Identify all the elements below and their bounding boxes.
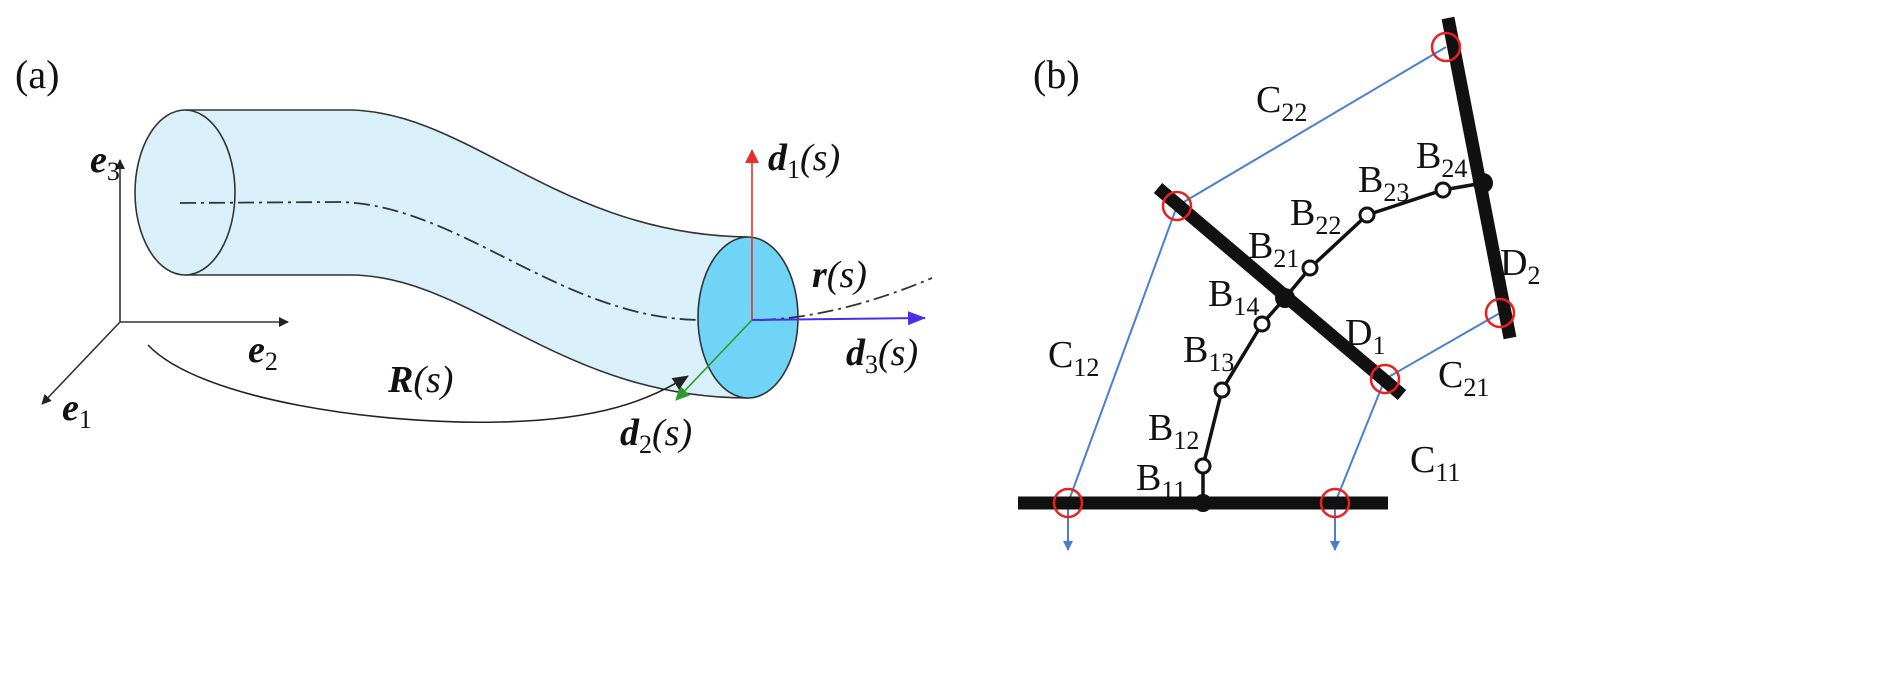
- d3-label: d3(s): [846, 332, 918, 379]
- joint-b13: [1213, 381, 1231, 399]
- c11-label: C11: [1410, 439, 1460, 487]
- e1-label: e1: [62, 387, 92, 434]
- cable-c21: [1384, 312, 1501, 380]
- anchor-c11-base: [1319, 487, 1351, 519]
- b14-label: B14: [1208, 273, 1259, 321]
- e1-axis: [41, 321, 121, 405]
- panel-b: (b): [1018, 16, 1540, 551]
- panel-a-label: (a): [15, 52, 59, 97]
- d2-bar-label: D2: [1500, 242, 1540, 290]
- R-label: R(s): [387, 359, 453, 401]
- b24-label: B24: [1416, 135, 1467, 183]
- cable-c12: [1067, 205, 1178, 504]
- e3-label: e3: [90, 139, 120, 186]
- joint-b12: [1194, 457, 1212, 475]
- cable-anchors: [1052, 31, 1516, 519]
- global-axes: [41, 159, 289, 405]
- tube-bottom-edge: [185, 274, 749, 399]
- b13-label: B13: [1183, 329, 1234, 377]
- tube-end-face: [697, 236, 799, 399]
- joint-b11-base: [1194, 494, 1212, 512]
- rod-tube: [185, 110, 748, 398]
- cable-c22: [1176, 46, 1447, 207]
- panel-a: (a) e3 e2 e1 d1(s) r(s) d3(s) d2(s) R(s): [15, 52, 933, 459]
- anchor-d2-top: [1430, 31, 1462, 63]
- b21-label: B21: [1248, 225, 1299, 273]
- joint-d1-center: [1275, 288, 1295, 308]
- b12-label: B12: [1148, 407, 1199, 455]
- centerline: [179, 201, 701, 321]
- tube-start-face: [134, 109, 236, 276]
- rotation-curve-arrow: [147, 344, 689, 424]
- e2-label: e2: [248, 329, 278, 376]
- tube-top-edge: [185, 109, 749, 238]
- joint-b21: [1301, 259, 1319, 277]
- b11-label: B11: [1136, 457, 1186, 505]
- d3-arrow: [751, 311, 926, 326]
- d1-bar-label: D1: [1345, 312, 1385, 360]
- joint-b14: [1253, 315, 1271, 333]
- anchor-c12-base: [1052, 487, 1084, 519]
- cable-c11: [1334, 378, 1386, 504]
- r-label: r(s): [812, 254, 867, 296]
- anchor-d2-bottom: [1484, 297, 1516, 329]
- cables: [1063, 46, 1501, 551]
- d1-label: d1(s): [768, 137, 840, 184]
- anchor-d1-top: [1161, 190, 1193, 222]
- centerline-extension: [759, 277, 933, 321]
- d2-label: d2(s): [620, 412, 692, 459]
- joint-d2-center: [1473, 173, 1493, 193]
- c21-label: C21: [1438, 354, 1489, 402]
- joints: [1194, 181, 1452, 475]
- anchor-d1-bottom: [1369, 363, 1401, 395]
- c12-label: C12: [1048, 334, 1099, 382]
- panel-b-label: (b): [1033, 52, 1080, 97]
- joint-b22: [1358, 206, 1376, 224]
- joint-b23: [1434, 181, 1452, 199]
- b22-label: B22: [1290, 192, 1341, 240]
- c22-label: C22: [1256, 79, 1307, 127]
- b23-label: B23: [1358, 159, 1409, 207]
